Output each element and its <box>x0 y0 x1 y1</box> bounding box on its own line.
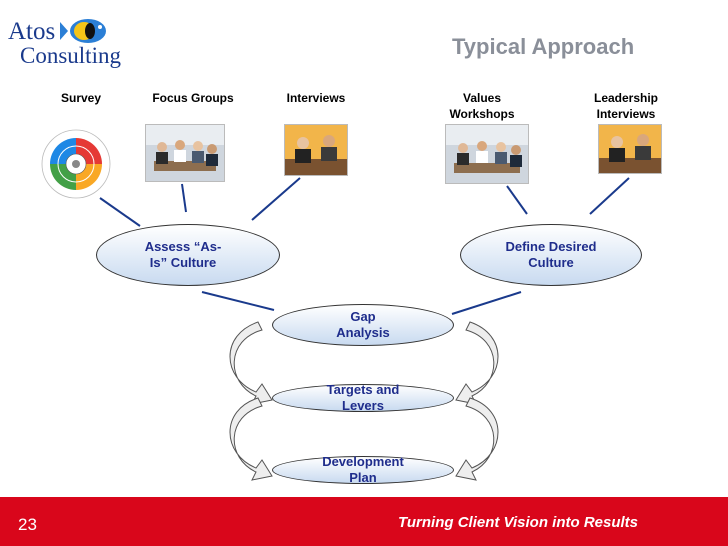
leadership-interviews-photo <box>598 124 662 174</box>
node-assess-as-is: Assess “As-Is” Culture <box>96 224 280 286</box>
loop-arrow-right-1 <box>455 321 499 405</box>
logo-atos: Atos <box>8 18 56 45</box>
label-leadership-interviews: Leadership Interviews <box>593 91 659 121</box>
node-development-plan: Development Plan <box>272 454 454 485</box>
slide-title: Typical Approach <box>452 34 635 59</box>
node-assess-text: Assess “As-Is” Culture <box>144 239 222 270</box>
page-number: 23 <box>18 515 37 534</box>
node-gap-text: Gap Analysis <box>336 309 390 340</box>
label-survey: Survey <box>60 91 102 105</box>
values-workshops-photo <box>445 124 529 184</box>
node-targets-levers: Targets and Levers <box>272 382 454 413</box>
loop-arrow-right-2 <box>455 397 499 481</box>
node-define-desired: Define Desired Culture <box>460 224 642 286</box>
footer-bar <box>0 497 728 546</box>
label-focus-groups: Focus Groups <box>152 91 234 105</box>
logo-consulting: Consulting <box>20 43 121 68</box>
footer-tagline: Turning Client Vision into Results <box>398 514 639 531</box>
interviews-photo <box>284 124 348 176</box>
label-interviews: Interviews <box>286 91 346 105</box>
fish-logo-icon <box>60 19 106 43</box>
loop-arrow-left-2 <box>229 397 273 481</box>
node-targets-text: Targets and Levers <box>326 382 400 413</box>
focus-groups-photo <box>145 124 225 182</box>
loop-arrow-left-1 <box>229 321 273 405</box>
label-values-workshops: Values Workshops <box>449 91 515 121</box>
survey-wheel-icon <box>38 126 114 202</box>
node-define-text: Define Desired Culture <box>505 239 597 270</box>
node-development-text: Development Plan <box>322 454 404 485</box>
node-gap-analysis: Gap Analysis <box>272 304 454 346</box>
